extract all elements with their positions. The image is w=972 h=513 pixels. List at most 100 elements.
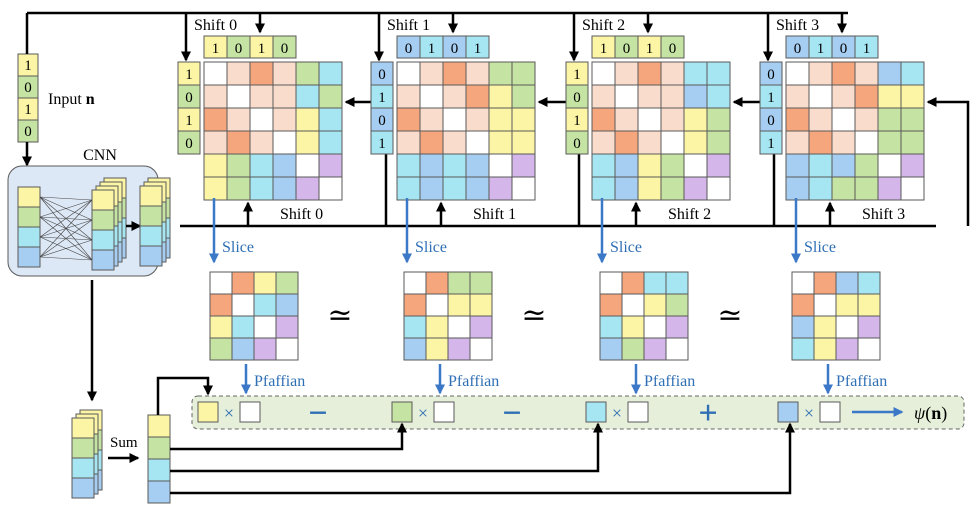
psi-arg: n xyxy=(931,403,941,423)
slice-matrix-cell xyxy=(425,293,449,317)
matrix-cell xyxy=(488,84,513,109)
slice-matrix-cell xyxy=(275,315,299,339)
sum-stack-cell xyxy=(71,437,95,459)
matrix-cell xyxy=(591,107,616,132)
slice-matrix-cell xyxy=(813,337,837,361)
matrix-cell xyxy=(706,107,731,132)
slice-matrix-cell xyxy=(447,293,471,317)
sum-block: Sum xyxy=(71,376,795,504)
sum-stack-cell xyxy=(71,457,95,479)
side-bit-cell xyxy=(177,130,201,155)
slice-matrix-cell xyxy=(231,293,255,317)
matrix-cell xyxy=(203,176,228,201)
top-bit-value: 1 xyxy=(646,41,654,57)
matrix-cell xyxy=(488,107,513,132)
slice-matrix-cell xyxy=(665,315,689,339)
matrix-cell xyxy=(706,84,731,109)
product-right-cell xyxy=(433,401,455,423)
sign-symbol: − xyxy=(502,395,521,432)
matrix-cell xyxy=(419,84,444,109)
matrix-cell xyxy=(396,176,421,201)
matrix-cell xyxy=(318,61,343,86)
matrix-cell xyxy=(249,84,274,109)
matrix-cell xyxy=(295,84,320,109)
slice-matrix-cell xyxy=(813,271,837,295)
cnn-feature-cell xyxy=(91,209,115,231)
matrix-cell xyxy=(808,176,833,201)
matrix-cell xyxy=(785,176,810,201)
matrix-cell xyxy=(877,130,902,155)
side-bit-value: 0 xyxy=(185,136,193,152)
matrix-cell xyxy=(591,153,616,178)
top-bit-value: 1 xyxy=(863,41,871,57)
slice-matrix-cell xyxy=(425,337,449,361)
slice-matrix-cell xyxy=(835,293,859,317)
times-symbol: × xyxy=(224,403,234,423)
slice-matrix-cell xyxy=(209,271,233,295)
matrix-cell xyxy=(249,130,274,155)
side-bit-value: 1 xyxy=(767,136,775,152)
side-bit-value: 0 xyxy=(767,113,775,129)
slice-matrix-cell xyxy=(791,271,815,295)
product-right-cell xyxy=(819,401,841,423)
sum-result-cell xyxy=(147,480,171,504)
side-bit-value: 1 xyxy=(185,67,193,83)
top-bit-cell xyxy=(465,35,490,59)
matrix-cell xyxy=(226,176,251,201)
cnn-input-cell xyxy=(17,206,41,228)
slice-matrix-cell xyxy=(425,271,449,295)
cnn-block: CNN xyxy=(7,147,936,402)
matrix-cell xyxy=(614,61,639,86)
matrix-cell xyxy=(442,61,467,86)
matrix-cell xyxy=(831,153,856,178)
matrix-cell xyxy=(683,153,708,178)
sign-symbol: + xyxy=(698,395,717,432)
side-bit-value: 0 xyxy=(378,113,386,129)
matrix-cell xyxy=(900,153,925,178)
matrix-cell xyxy=(295,153,320,178)
matrix-cell xyxy=(272,130,297,155)
slice-matrix-cell xyxy=(469,271,493,295)
slice-label: Slice xyxy=(222,239,254,256)
slice-label: Slice xyxy=(610,239,642,256)
approx-symbol: ≃ xyxy=(521,299,546,332)
slice-matrix-cell xyxy=(403,315,427,339)
sum-result-cell xyxy=(147,436,171,460)
matrix-cell xyxy=(318,176,343,201)
route-to-product-0 xyxy=(156,376,213,415)
matrix-cell xyxy=(318,153,343,178)
matrix-cell xyxy=(465,61,490,86)
slice-matrix-cell xyxy=(253,315,277,339)
matrix-cell xyxy=(785,130,810,155)
slice-matrix-cell xyxy=(599,293,623,317)
matrix-cell xyxy=(465,84,490,109)
input-bit-value: 0 xyxy=(24,80,32,96)
matrix-cell xyxy=(295,61,320,86)
matrix-cell xyxy=(272,84,297,109)
pfaffian-label: Pfaffian xyxy=(254,373,305,390)
slice-matrix-cell xyxy=(791,337,815,361)
slice-matrix-cell xyxy=(665,293,689,317)
matrix-cell xyxy=(295,176,320,201)
matrix-cell xyxy=(900,107,925,132)
top-bit-cell xyxy=(854,35,879,59)
matrix-cell xyxy=(785,107,810,132)
matrix-cell xyxy=(660,107,685,132)
product-band-frame xyxy=(191,395,965,430)
matrix-cell xyxy=(272,107,297,132)
psi-output: ψ(n) xyxy=(914,403,947,424)
matrix-cell xyxy=(396,153,421,178)
matrix-cell xyxy=(808,84,833,109)
matrix-cell xyxy=(854,130,879,155)
matrix-cell xyxy=(854,84,879,109)
top-bit-cell xyxy=(272,35,297,59)
slice-matrix-cell xyxy=(447,315,471,339)
side-bit-cell xyxy=(370,130,394,155)
cnn-output-cell xyxy=(139,185,163,207)
slice-matrix-cell xyxy=(621,293,645,317)
matrix-cell xyxy=(442,107,467,132)
matrix-cell xyxy=(203,61,228,86)
